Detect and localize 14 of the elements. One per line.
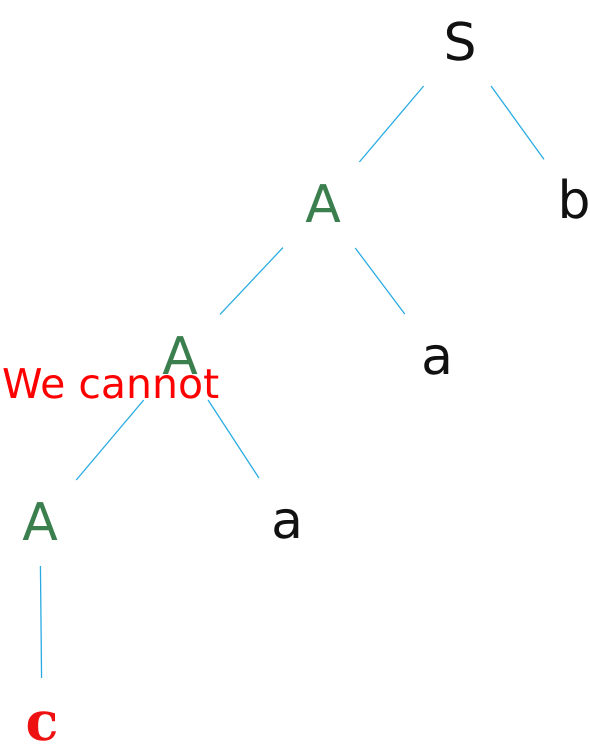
tree-branch-line [208,400,260,478]
grammar-symbol: A [297,176,349,234]
tree-branch-line [354,248,406,314]
grammar-symbol: b [558,172,590,230]
tree-branch-line [220,247,284,315]
grammar-symbol: S [437,14,483,72]
tree-branch-line [76,400,144,480]
grammar-symbol: a [414,328,460,386]
grammar-symbol: a [264,492,310,550]
tree-branch-line [40,566,42,678]
grammar-symbol: A [14,494,66,552]
grammar-symbol: c [22,692,62,746]
tree-branch-line [490,86,545,160]
tree-branch-line [358,86,424,162]
